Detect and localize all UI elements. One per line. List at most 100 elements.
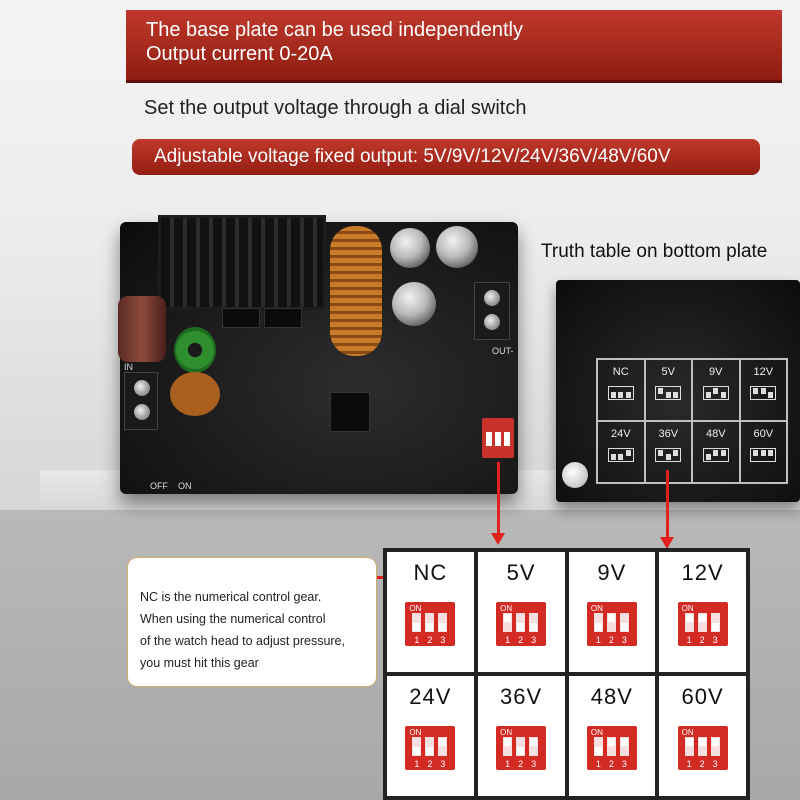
arrow-from-backboard <box>666 470 669 538</box>
truth-table-caption: Truth table on bottom plate <box>541 241 768 262</box>
dip-switch-lever <box>438 737 448 756</box>
voltage-label: NC <box>413 560 448 585</box>
voltage-label: 5V <box>506 560 536 585</box>
mini-dip-switch <box>750 448 777 462</box>
dip-switch-lever <box>425 613 435 632</box>
voltage-label: 24V <box>409 684 452 709</box>
capacitor <box>392 282 436 326</box>
voltage-label: 48V <box>590 684 633 709</box>
mini-truth-cell: 12V <box>739 359 787 421</box>
dip-on-label: ON <box>590 604 603 613</box>
dip-switch-number: 3 <box>621 635 627 645</box>
banner-line-1: The base plate can be used independently <box>146 19 523 41</box>
terminal-screw <box>134 380 150 396</box>
dip-switch-number: 3 <box>621 759 627 769</box>
voltage-label: 60V <box>681 684 724 709</box>
terminal-screw <box>484 290 500 306</box>
mini-voltage-label: 36V <box>658 428 679 440</box>
dip-switch-lever <box>710 613 720 632</box>
dip-switch-number: 3 <box>712 635 718 645</box>
mini-truth-cell: 60V <box>739 421 787 483</box>
dip-switch-number: 2 <box>699 635 705 645</box>
dip-switch-number: 2 <box>427 759 433 769</box>
dip-switch-lever <box>529 737 539 756</box>
dip-switch-lever <box>606 613 616 632</box>
mosfet-chip <box>264 308 302 328</box>
note-line-4: you must hit this gear <box>140 656 259 670</box>
dip-switch-lever <box>684 737 694 756</box>
controller-chip <box>330 392 370 432</box>
dip-switch-lever <box>606 737 616 756</box>
dip-on-label: ON <box>500 604 513 613</box>
mini-voltage-label: 24V <box>610 428 631 440</box>
dip-on-label: ON <box>681 604 694 613</box>
dip-switch-lever <box>619 737 629 756</box>
arrow-head-down <box>491 533 505 545</box>
note-line-1: NC is the numerical control gear. <box>140 590 322 604</box>
mini-voltage-label: 12V <box>753 366 774 378</box>
dip-switch-lever <box>516 613 526 632</box>
mosfet-chip <box>222 308 260 328</box>
mini-dip-switch <box>655 386 682 400</box>
dip-switch-number: 2 <box>427 635 433 645</box>
dip-switch-number: 2 <box>518 635 524 645</box>
mini-dip-switch <box>607 448 634 462</box>
dip-on-label: ON <box>681 728 694 737</box>
dip-on-label: ON <box>500 728 513 737</box>
mini-voltage-label: 48V <box>705 428 726 440</box>
dip-switch-lever <box>619 613 629 632</box>
dip-switch-number: 1 <box>686 635 692 645</box>
terminal-screw <box>484 314 500 330</box>
dip-switch-number: 1 <box>505 759 511 769</box>
pcb-dip-switch[interactable] <box>482 418 514 458</box>
dip-switch-lever <box>710 737 720 756</box>
copper-toroid-inductor <box>170 372 220 416</box>
dip-switch-number: 3 <box>440 759 446 769</box>
dip-switch-number: 3 <box>531 635 537 645</box>
dip-switch-lever <box>697 737 707 756</box>
voltage-banner: Adjustable voltage fixed output: 5V/9V/1… <box>132 139 760 175</box>
mini-voltage-label: 60V <box>753 428 774 440</box>
capacitor <box>390 228 430 268</box>
dip-switch-number: 1 <box>595 759 601 769</box>
dip-switch-lever <box>412 737 422 756</box>
dip-switch-lever <box>684 613 694 632</box>
mini-dip-switch <box>702 448 729 462</box>
voltage-label: 12V <box>681 560 724 585</box>
dip-switch-lever <box>503 737 513 756</box>
arrow-head-down <box>660 537 674 549</box>
mini-voltage-label: NC <box>612 366 629 378</box>
dip-switch-number: 3 <box>531 759 537 769</box>
note-line-2: When using the numerical control <box>140 612 326 626</box>
dip-switch-number: 2 <box>518 759 524 769</box>
dip-switch-number: 3 <box>440 635 446 645</box>
dip-switch-number: 2 <box>608 759 614 769</box>
voltage-label: 9V <box>597 560 627 585</box>
dip-on-label: ON <box>590 728 603 737</box>
dip-switch-number: 2 <box>608 635 614 645</box>
dip-switch-number: 3 <box>712 759 718 769</box>
banner-line-2: Output current 0-20A <box>146 43 333 65</box>
pcb-label-out: OUT- <box>492 346 514 356</box>
led-indicator <box>562 462 588 488</box>
dip-switch-number: 1 <box>414 635 420 645</box>
terminal-screw <box>134 404 150 420</box>
mini-truth-cell: 9V <box>692 359 740 421</box>
note-line-3: of the watch head to adjust pressure, <box>140 634 345 648</box>
dip-on-label: ON <box>409 604 422 613</box>
mini-voltage-label: 5V <box>661 366 675 378</box>
dip-switch-lever <box>412 613 422 632</box>
